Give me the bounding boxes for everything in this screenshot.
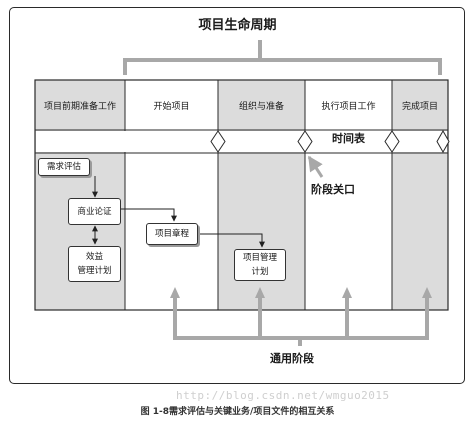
phase-organize: 组织与准备 [238,101,284,112]
gate-pointer [307,155,324,178]
arrow-business-to-charter [121,208,177,222]
phase-start: 开始项目 [153,101,190,112]
common-phase-label: 通用阶段 [270,352,314,365]
project-charter-box: 项目章程 [146,223,198,245]
business-case-box: 商业论证 [68,198,121,225]
timeline-label: 时间表 [332,132,365,145]
gate-diamond-2 [297,130,313,153]
gate-diamond-4 [436,129,450,154]
benefits-plan-label-1: 效益 [85,252,103,262]
arrow-charter-to-plan [198,233,265,248]
gate-label: 阶段关口 [311,183,355,196]
pm-plan-label-1: 项目管理 [242,253,277,263]
project-charter-label: 项目章程 [154,229,189,239]
watermark: http://blog.csdn.net/wmguo2015 [176,389,390,402]
lifecycle-title: 项目生命周期 [198,18,277,33]
business-case-label: 商业论证 [77,206,112,217]
requirements-assessment-label: 需求评估 [46,162,81,172]
column-shade-close [392,80,448,310]
gate-diamond-1 [210,130,226,153]
pm-plan-label-2: 计划 [251,267,269,277]
gate-diamond-3 [384,130,400,153]
timeline-band [36,131,447,152]
phase-close: 完成项目 [401,101,438,112]
diagram-frame [9,7,465,384]
benefits-plan-label-2: 管理计划 [77,266,112,276]
phase-execute: 执行项目工作 [321,101,376,112]
figure-caption: 图 1-8需求评估与关键业务/项目文件的相互关系 [140,407,335,417]
phase-prep: 项目前期准备工作 [43,101,116,112]
benefits-plan-box: 效益 管理计划 [68,246,121,282]
pm-plan-box: 项目管理 计划 [234,249,286,281]
phase-grid [34,79,449,311]
requirements-assessment-box: 需求评估 [38,158,90,176]
lifecycle-bracket [123,58,442,75]
